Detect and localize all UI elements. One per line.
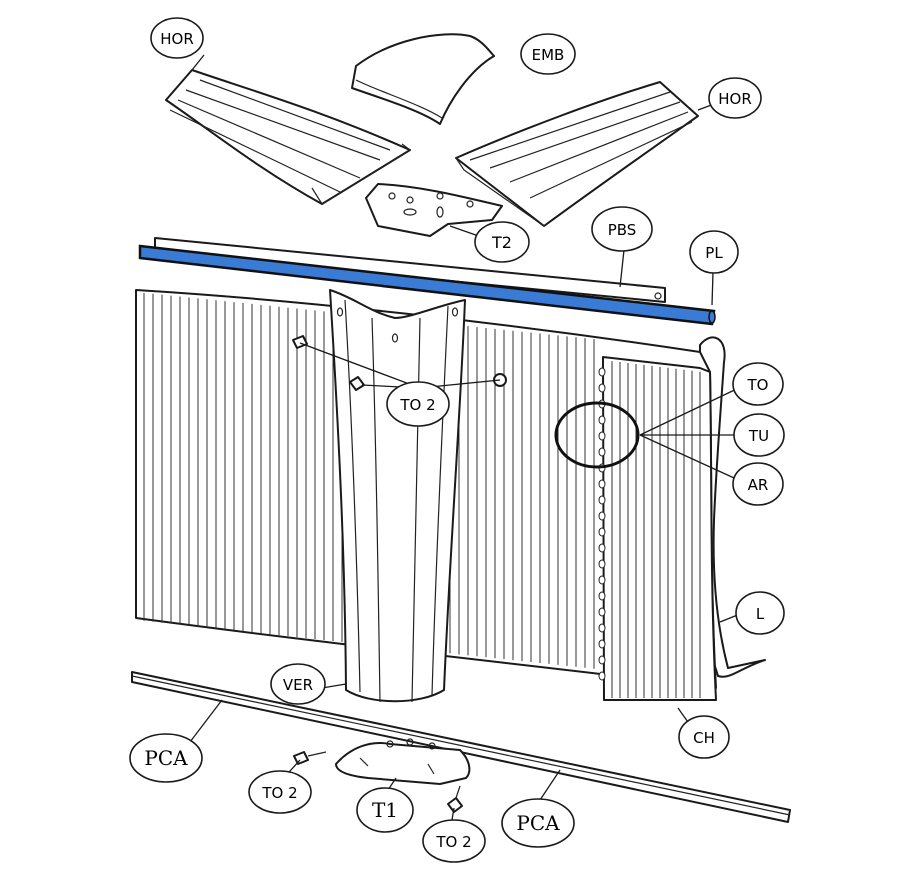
svg-text:HOR: HOR [718, 90, 752, 108]
label-to: TO [732, 362, 784, 406]
top-rail-pl-highlighted [138, 244, 716, 326]
label-l: L [735, 591, 785, 635]
label-to2-top: TO 2 [386, 381, 450, 427]
ch-hole [598, 511, 606, 521]
label-pca-left: PCA [129, 733, 203, 783]
label-ver: VER [270, 663, 326, 705]
ch-corrugation-ribs [611, 361, 701, 698]
svg-text:HOR: HOR [160, 30, 194, 48]
ch-hole [598, 623, 606, 633]
ch-hole [598, 543, 606, 553]
vertical-upright-ver [329, 289, 466, 703]
top-profile-pbs [154, 237, 666, 303]
svg-text:T1: T1 [372, 798, 398, 822]
horizontal-cap-hor-left [165, 69, 412, 205]
ch-bolt-holes [598, 367, 606, 681]
svg-text:T2: T2 [491, 233, 512, 252]
label-ar: AR [732, 462, 784, 506]
label-t2: T2 [474, 221, 530, 263]
bottom-rail-pca [131, 671, 791, 823]
ch-hole [598, 639, 606, 649]
ch-hole [598, 607, 606, 617]
ch-hole [598, 575, 606, 585]
svg-text:CH: CH [693, 729, 715, 747]
svg-text:TO 2: TO 2 [399, 396, 435, 414]
label-pca-right: PCA [501, 798, 575, 848]
label-to2-bottom-left: TO 2 [248, 770, 312, 814]
cap-emb [351, 33, 495, 125]
ch-hole [598, 383, 606, 393]
svg-text:VER: VER [283, 676, 313, 694]
label-tu: TU [733, 413, 785, 457]
ch-hole [598, 431, 606, 441]
ch-hole [598, 655, 606, 665]
svg-text:TO: TO [747, 376, 769, 394]
svg-text:TU: TU [748, 427, 769, 445]
top-plate-t2 [365, 183, 503, 237]
ch-hole [598, 367, 606, 377]
screws-to2-lower [293, 751, 463, 813]
label-ch: CH [678, 715, 730, 759]
label-pl: PL [689, 230, 739, 274]
label-t1: T1 [356, 787, 414, 833]
label-emb: EMB [520, 33, 576, 75]
svg-text:TO 2: TO 2 [435, 833, 471, 851]
svg-text:PCA: PCA [144, 746, 188, 770]
ch-hole [598, 479, 606, 489]
svg-text:PCA: PCA [516, 811, 560, 835]
svg-text:PL: PL [705, 244, 723, 262]
ch-hole [598, 559, 606, 569]
ch-hole [598, 447, 606, 457]
label-to2-bottom-right: TO 2 [422, 819, 486, 863]
label-hor-left: HOR [150, 17, 204, 59]
wall-overlap-strip-ch [598, 356, 717, 701]
ch-hole [598, 495, 606, 505]
ch-hole [598, 671, 606, 681]
svg-text:PBS: PBS [608, 221, 637, 239]
ch-hole [598, 415, 606, 425]
bottom-plate-t1 [335, 738, 471, 785]
label-hor-right: HOR [708, 77, 762, 119]
svg-text:TO 2: TO 2 [261, 784, 297, 802]
ring-ar [554, 401, 640, 469]
ch-hole [598, 591, 606, 601]
svg-text:AR: AR [748, 476, 769, 494]
ch-hole [598, 527, 606, 537]
svg-text:L: L [756, 605, 765, 623]
horizontal-cap-hor-right [455, 81, 699, 227]
svg-text:EMB: EMB [532, 46, 565, 64]
label-pbs: PBS [591, 206, 653, 252]
